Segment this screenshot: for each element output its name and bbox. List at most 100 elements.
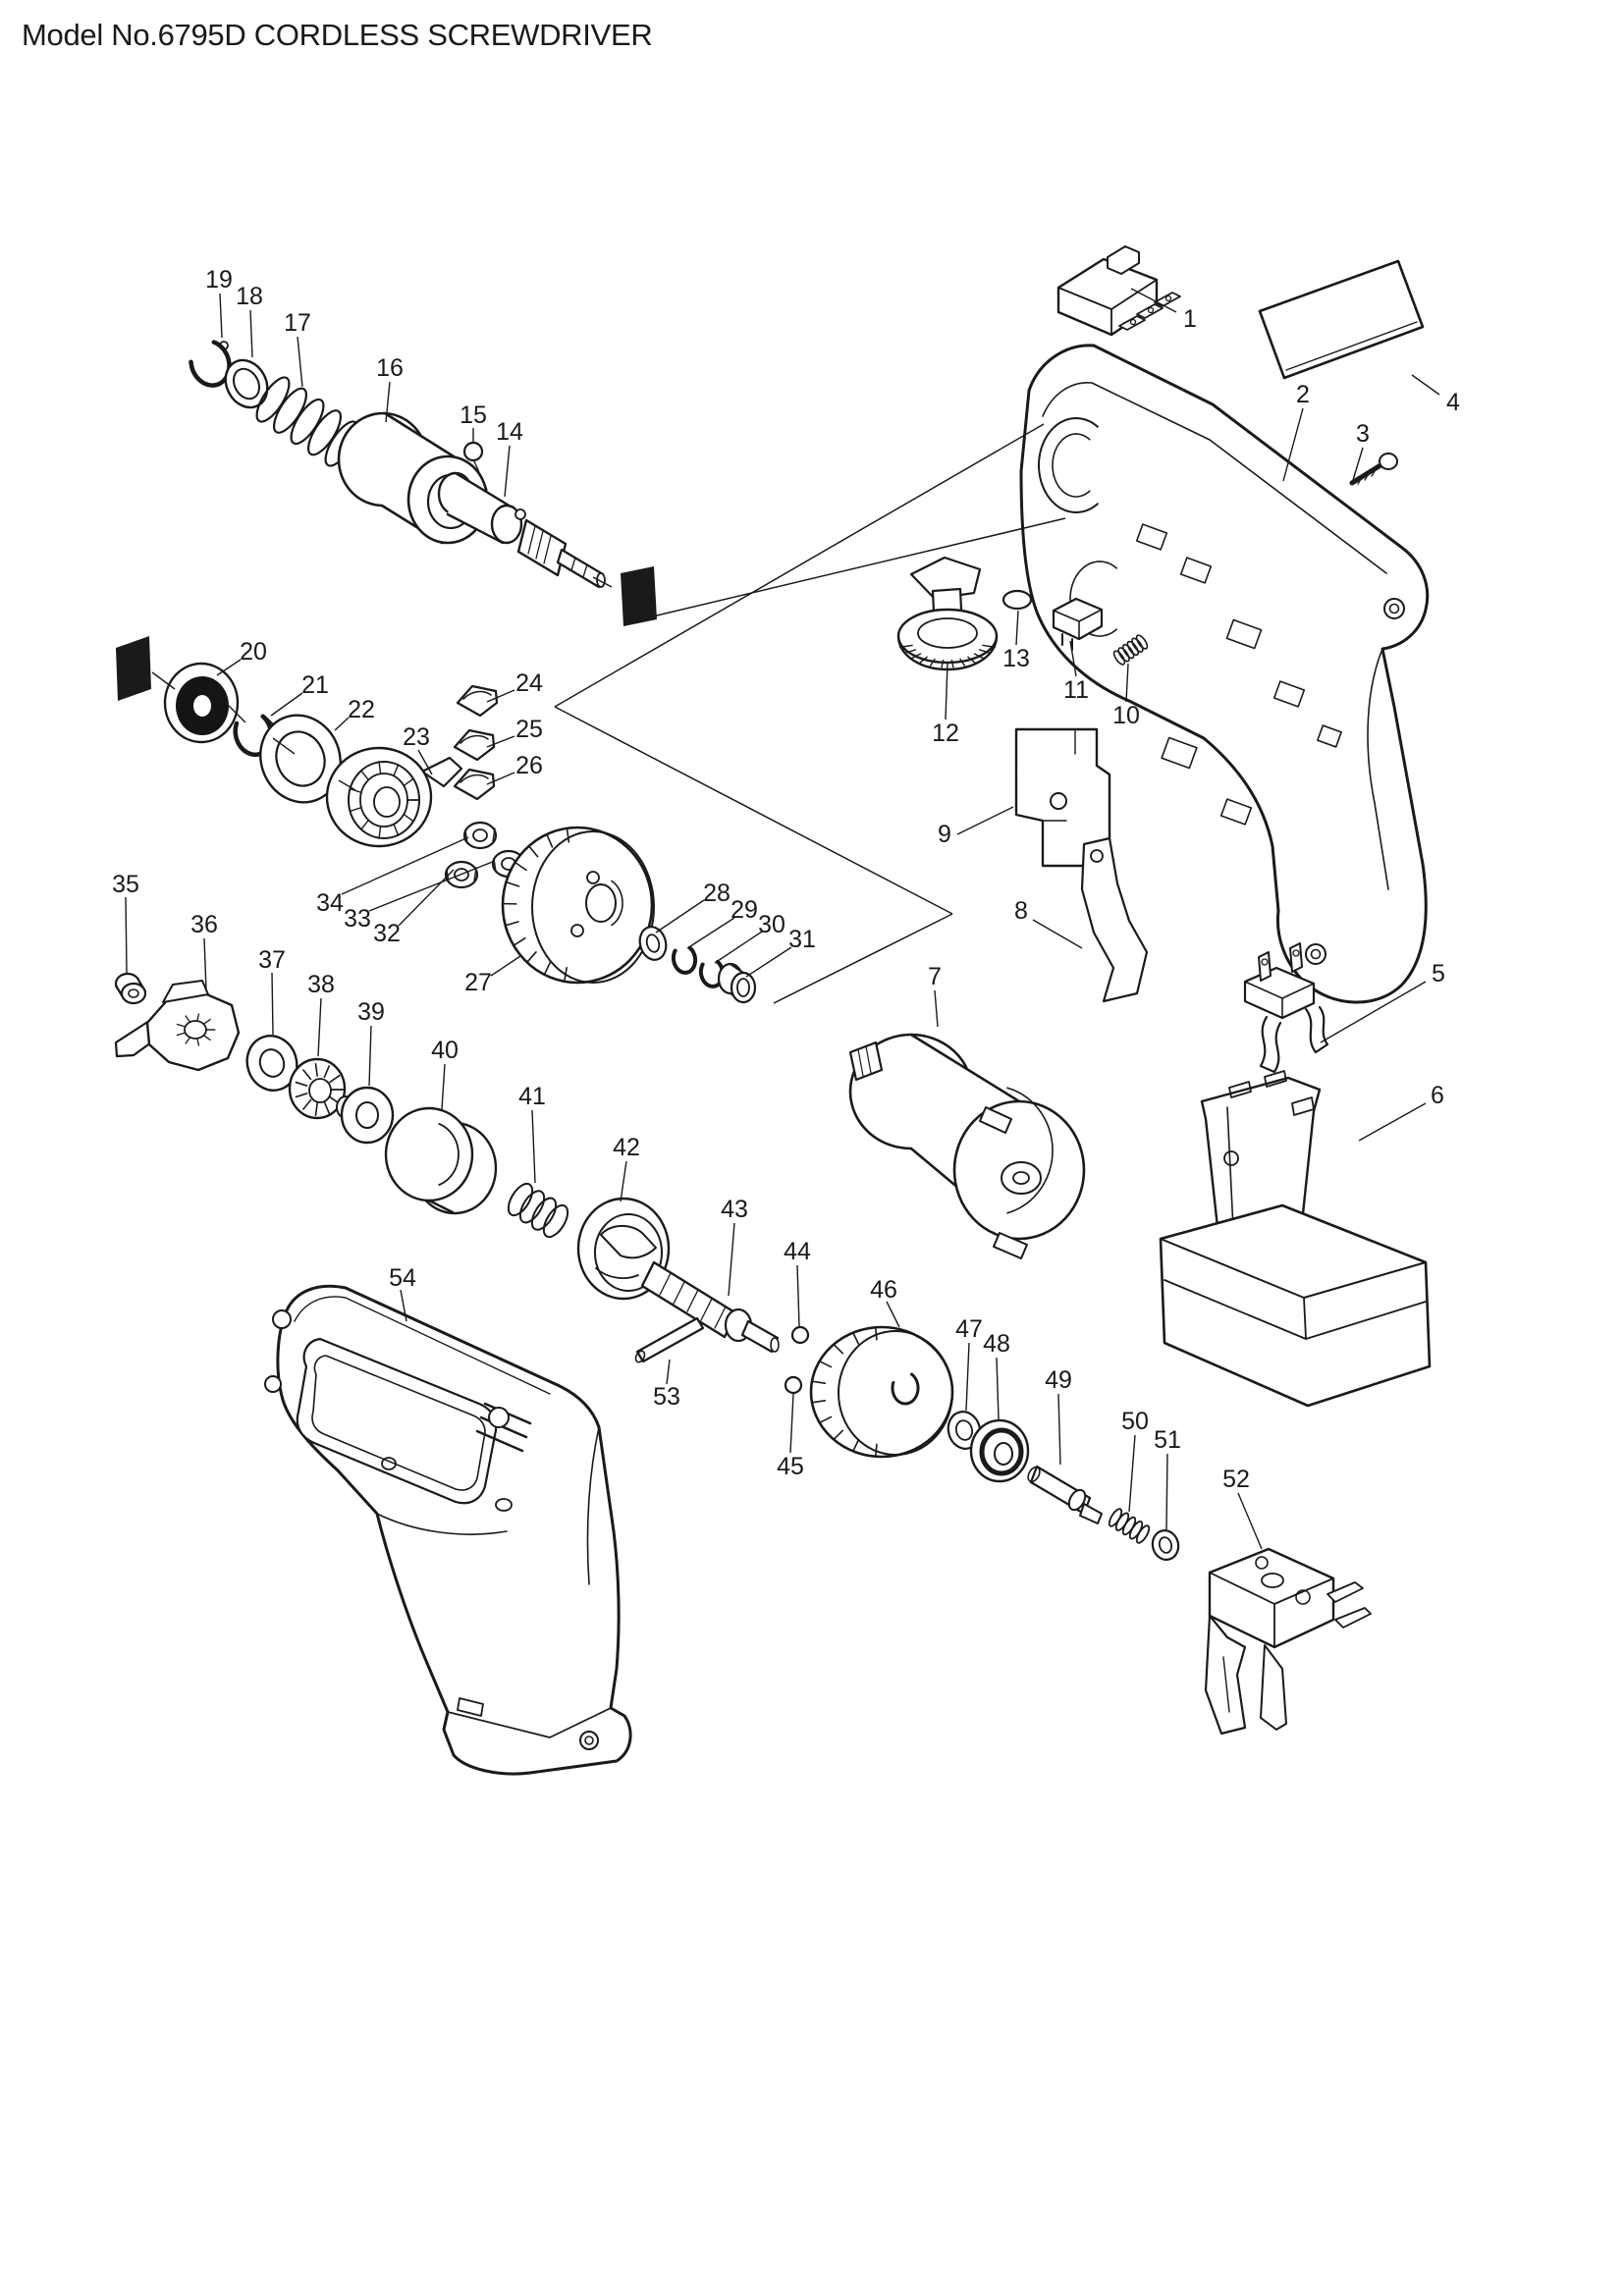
part-shape bbox=[585, 883, 617, 923]
part-label-39: 39 bbox=[357, 998, 385, 1026]
part-label-54: 54 bbox=[389, 1264, 416, 1292]
part-shape bbox=[1057, 258, 1158, 310]
12 bbox=[295, 1081, 308, 1087]
leader-line bbox=[368, 860, 496, 912]
part-shape bbox=[1289, 942, 1303, 973]
part-shape bbox=[1223, 1150, 1239, 1166]
part-label-35: 35 bbox=[112, 871, 139, 898]
part-shape bbox=[857, 1048, 864, 1077]
part-shape bbox=[1261, 1573, 1284, 1588]
part-label-46: 46 bbox=[870, 1276, 897, 1304]
part-shape bbox=[1305, 943, 1326, 965]
spring-10 bbox=[1122, 643, 1135, 660]
12 bbox=[959, 658, 966, 667]
part-label-33: 33 bbox=[344, 905, 371, 933]
part-shape bbox=[1090, 849, 1104, 863]
leader-line bbox=[317, 997, 322, 1057]
12 bbox=[929, 658, 936, 667]
part-shape bbox=[264, 716, 274, 725]
12 bbox=[378, 760, 382, 774]
page-title: Model No.6795D CORDLESS SCREWDRIVER bbox=[22, 18, 652, 52]
part-label-51: 51 bbox=[1154, 1426, 1181, 1454]
10 bbox=[852, 1331, 860, 1345]
part-shape bbox=[264, 1375, 282, 1393]
part-shape bbox=[516, 518, 568, 577]
part-label-29: 29 bbox=[731, 896, 758, 924]
leader-line bbox=[666, 1359, 671, 1385]
part-label-50: 50 bbox=[1121, 1408, 1149, 1435]
12 bbox=[903, 649, 917, 655]
part-shape bbox=[446, 512, 505, 545]
part-shape bbox=[1258, 951, 1272, 982]
part-shape bbox=[714, 1306, 727, 1329]
view-marker-letter: A bbox=[623, 574, 656, 625]
leader-line bbox=[965, 1342, 970, 1412]
part-shape bbox=[1379, 453, 1398, 470]
part-label-27: 27 bbox=[464, 969, 492, 996]
leader-line bbox=[956, 806, 1014, 835]
10 bbox=[818, 1415, 833, 1424]
part-shape bbox=[736, 978, 750, 997]
section-markers: AA bbox=[116, 566, 657, 701]
11 bbox=[566, 827, 570, 843]
part-shape bbox=[1006, 1087, 1054, 1214]
leader-line bbox=[473, 460, 488, 491]
part-shape bbox=[488, 1407, 510, 1428]
leader-line bbox=[796, 1264, 800, 1327]
part-label-44: 44 bbox=[784, 1238, 811, 1265]
part-shape bbox=[427, 1199, 455, 1214]
leader-line bbox=[934, 989, 939, 1028]
part-shape bbox=[472, 828, 488, 842]
part-shape bbox=[1317, 724, 1342, 748]
part-shape bbox=[311, 1355, 486, 1491]
circlip-19 bbox=[189, 340, 232, 388]
12 bbox=[323, 1065, 331, 1079]
part-shape bbox=[1118, 315, 1146, 331]
part-shape bbox=[120, 982, 147, 1005]
10 bbox=[176, 1023, 187, 1028]
leader-line bbox=[486, 735, 515, 748]
part-shape bbox=[308, 1078, 332, 1103]
assembly-lines bbox=[554, 423, 1066, 1004]
leader-line bbox=[728, 1222, 735, 1297]
part-shape bbox=[1364, 469, 1372, 481]
part-shape bbox=[1027, 1466, 1041, 1483]
12 bbox=[393, 823, 400, 836]
leader-line bbox=[486, 689, 515, 703]
10 bbox=[185, 1015, 191, 1023]
part-shape bbox=[1292, 949, 1300, 957]
washer-22 bbox=[259, 714, 342, 804]
leader-line bbox=[504, 445, 511, 498]
10 bbox=[833, 1429, 844, 1441]
leader-line bbox=[1411, 374, 1440, 396]
part-shape bbox=[296, 1337, 498, 1505]
part-shape bbox=[700, 1298, 713, 1321]
part-shape bbox=[373, 786, 401, 818]
part-label-17: 17 bbox=[284, 309, 311, 337]
spring-50 bbox=[1135, 1524, 1151, 1544]
spring-10 bbox=[1126, 640, 1139, 657]
leader-line bbox=[125, 896, 128, 974]
11 bbox=[525, 950, 537, 964]
leader-line bbox=[398, 869, 455, 927]
spline-shaft-43 bbox=[640, 1260, 738, 1339]
dial-gear-12 bbox=[909, 556, 982, 601]
part-shape bbox=[184, 1020, 207, 1040]
part-shape bbox=[1371, 465, 1379, 477]
gear-46 bbox=[809, 1325, 954, 1459]
part-shape bbox=[128, 988, 139, 998]
part-shape bbox=[492, 828, 496, 842]
part-shape bbox=[531, 830, 655, 984]
part-shape bbox=[994, 1442, 1013, 1466]
part-shape bbox=[535, 530, 544, 560]
leader-line bbox=[531, 1109, 536, 1184]
part-shape bbox=[740, 1319, 780, 1354]
part-shape bbox=[729, 962, 745, 975]
bearing-cone-23 bbox=[420, 756, 463, 788]
part-label-34: 34 bbox=[316, 889, 344, 917]
12 bbox=[378, 826, 382, 840]
leader-line bbox=[745, 946, 792, 978]
12 bbox=[350, 788, 362, 794]
part-shape bbox=[162, 980, 209, 1003]
